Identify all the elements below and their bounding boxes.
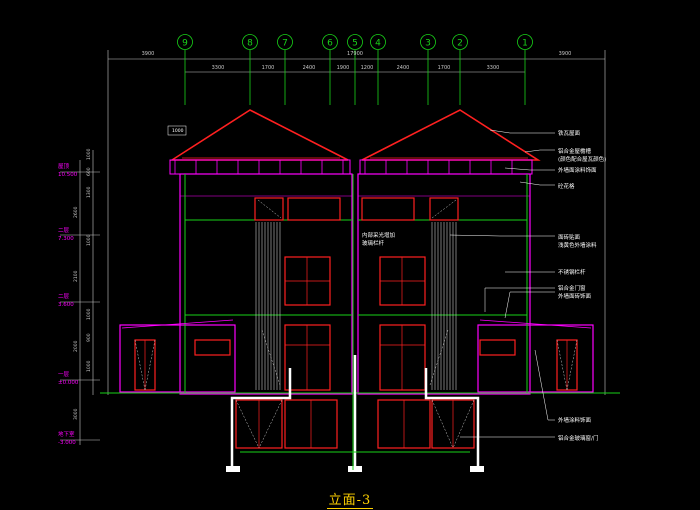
note-gutter-color: (颜色配合屋瓦颜色) xyxy=(558,155,606,163)
ldim-5: 1000 xyxy=(86,234,92,246)
ldim-10: 1000 xyxy=(86,360,92,372)
dim-seg-1: 3300 xyxy=(212,65,225,71)
note-railing: 不锈钢栏杆 xyxy=(558,268,586,276)
dim-overall-right: 3900 xyxy=(559,51,572,57)
note-tile: 面砖贴面 xyxy=(558,233,581,241)
basement-footings xyxy=(226,466,484,472)
notes: 铁瓦屋面 铝合金屋檐槽 (颜色配合屋瓦颜色) 外墙面涂料饰面 砼花格 面砖贴面 … xyxy=(558,129,606,442)
axis-bubble-2 xyxy=(452,34,468,50)
axis-label-7: 7 xyxy=(282,39,288,49)
center-note: 内部采光增加 玻璃栏杆 xyxy=(362,231,395,247)
leader-lines xyxy=(449,129,555,438)
level-elev-2: 7.300 xyxy=(58,236,74,242)
axis-label-4: 4 xyxy=(375,39,381,49)
note-glass-door: 铝合金玻璃窗/门 xyxy=(558,434,598,442)
note-roof: 铁瓦屋面 xyxy=(558,129,581,137)
dim-overall-left: 3900 xyxy=(142,51,155,57)
window-mullions xyxy=(144,257,568,448)
axis-bubble-5 xyxy=(347,34,363,50)
axis-label-3: 3 xyxy=(425,39,431,49)
dimension-lines xyxy=(60,50,606,445)
dim-seg-2: 1700 xyxy=(262,65,275,71)
roof-left xyxy=(169,109,349,161)
level-elev-1: 10.500 xyxy=(58,172,78,178)
eave-ticks xyxy=(174,160,513,174)
axis-bubble-8 xyxy=(242,34,258,50)
axis-grid: 9 8 7 6 5 4 3 2 1 xyxy=(177,34,533,105)
roof-dim-line xyxy=(167,125,187,136)
dim-seg-6: 2400 xyxy=(397,65,410,71)
axis-label-8: 8 xyxy=(247,39,253,49)
ldim-7: 1000 xyxy=(86,308,92,320)
caption-text: 立面-3 xyxy=(326,493,374,509)
walls xyxy=(119,173,594,395)
dim-seg-8: 3300 xyxy=(487,65,500,71)
level-elev-3: 3.600 xyxy=(58,302,74,308)
axis-bubble-9 xyxy=(177,34,193,50)
axis-bubble-6 xyxy=(322,34,338,50)
roof-dim-label: 1000 xyxy=(172,128,184,134)
note-wall-paint-2: 外墙涂料饰面 xyxy=(558,416,592,424)
axis-bubble-7 xyxy=(277,34,293,50)
left-dimension-texts: 1000 600 1300 2600 1000 2100 1000 900 20… xyxy=(73,148,92,420)
ldim-4: 2600 xyxy=(73,206,79,218)
door-swings xyxy=(134,199,578,449)
roof-eaves xyxy=(169,159,533,175)
level-name-2: 二层 xyxy=(58,227,70,234)
top-dimension-texts: 3900 17900 3900 3300 1700 2400 1900 1200… xyxy=(142,51,572,71)
ldim-1: 1000 xyxy=(86,148,92,160)
dim-seg-5: 1200 xyxy=(361,65,374,71)
level-elev-4: ±0.000 xyxy=(58,380,79,386)
axis-label-2: 2 xyxy=(457,39,463,49)
axis-label-1: 1 xyxy=(522,39,528,49)
ldim-2: 600 xyxy=(86,167,92,176)
note-windows: 铝合金门窗 xyxy=(558,284,586,292)
level-name-1: 屋顶 xyxy=(58,163,70,170)
axis-bubble-3 xyxy=(420,34,436,50)
green-edges xyxy=(100,174,620,394)
center-note-line-1: 内部采光增加 xyxy=(362,231,395,239)
center-note-line-2: 玻璃栏杆 xyxy=(362,239,385,247)
note-gutter: 铝合金屋檐槽 xyxy=(558,147,592,155)
stair-glazing xyxy=(255,222,457,390)
ldim-6: 2100 xyxy=(73,270,79,282)
note-wall-tile: 外墙面砖饰面 xyxy=(558,292,592,300)
level-elev-5: -3.000 xyxy=(58,440,76,446)
roof-right xyxy=(361,109,541,161)
ldim-8: 900 xyxy=(86,333,92,342)
axis-bubble-4 xyxy=(370,34,386,50)
dim-seg-3: 2400 xyxy=(303,65,316,71)
dim-seg-7: 1700 xyxy=(438,65,451,71)
ldim-11: 3000 xyxy=(73,408,79,420)
dim-overall-mid: 17900 xyxy=(347,51,363,57)
roof-dim-note: 1000 xyxy=(172,128,184,134)
note-wall-paint-1: 外墙面涂料饰面 xyxy=(558,166,597,174)
axis-label-6: 6 xyxy=(327,39,333,49)
level-name-5: 地下室 xyxy=(58,430,75,438)
level-name-3: 二层 xyxy=(58,293,70,300)
note-yellow-paint: 浅黄色外墙涂料 xyxy=(558,241,597,249)
basement-walls xyxy=(230,355,480,470)
axis-label-9: 9 xyxy=(182,39,188,49)
balcony-awnings xyxy=(121,319,592,329)
ldim-3: 1300 xyxy=(86,186,92,198)
dim-seg-4: 1900 xyxy=(337,65,350,71)
roofs xyxy=(169,109,541,161)
level-name-4: 一层 xyxy=(58,371,70,378)
level-labels: 屋顶 10.500 二层 7.300 二层 3.600 一层 ±0.000 地下… xyxy=(58,163,79,446)
note-lattice: 砼花格 xyxy=(558,182,575,190)
drawing-caption: 立面-3 xyxy=(0,489,700,509)
axis-label-5: 5 xyxy=(352,39,358,49)
ldim-9: 2000 xyxy=(73,340,79,352)
axis-bubble-1 xyxy=(517,34,533,50)
